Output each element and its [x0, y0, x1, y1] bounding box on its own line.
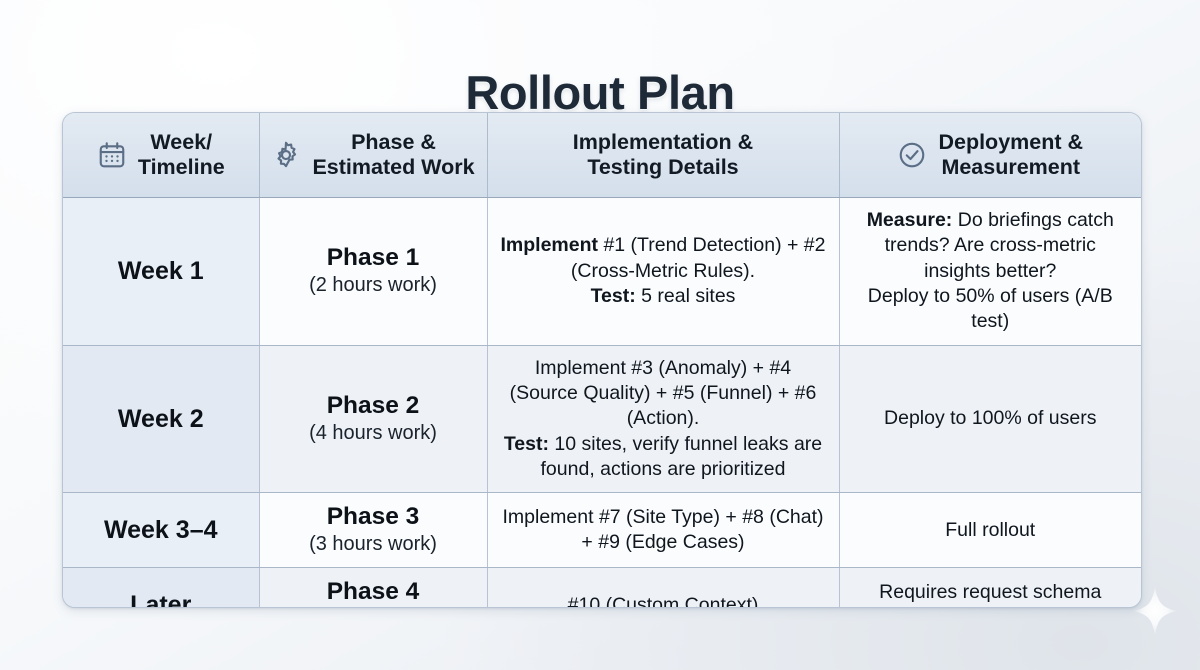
phase-effort: (4 hours work) [309, 422, 437, 445]
impl-line-label: Implement [500, 234, 599, 257]
cell-implementation: Implement #7 (Site Type) + #8 (Chat) + #… [487, 492, 840, 569]
deploy-line: Deploy to 100% of users [853, 406, 1129, 431]
impl-line-text: Implement #7 (Site Type) + #8 (Chat) + #… [502, 506, 824, 554]
calendar-icon [99, 142, 125, 168]
cell-phase: Phase 3 (3 hours work) [259, 492, 488, 569]
cell-phase: Phase 2 (4 hours work) [259, 345, 488, 494]
week-label: Week 2 [117, 404, 204, 433]
cell-week: Week 2 [63, 345, 260, 494]
phase-name: Phase 1 [326, 244, 420, 272]
rollout-plan-table: Week/ Timeline Phase & Estimated Work [62, 112, 1142, 608]
impl-line-text: #10 (Custom Context) [567, 593, 759, 608]
deploy-line: Measure: Do briefings catch trends? Are … [853, 208, 1129, 284]
week-label: Week 3–4 [103, 516, 218, 545]
table-row: Week 3–4 Phase 3 (3 hours work) Implemen… [63, 492, 1141, 569]
cell-implementation: Implement #3 (Anomaly) + #4 (Source Qual… [487, 345, 840, 494]
cell-week: Week 3–4 [63, 492, 260, 569]
cell-implementation: Implement #1 (Trend Detection) + #2 (Cro… [487, 197, 840, 346]
column-header-phase-label: Phase & Estimated Work [312, 130, 475, 179]
week-label: Later [130, 591, 192, 608]
cell-week: Later [63, 567, 260, 608]
deploy-line: Deploy to 50% of users (A/B test) [853, 284, 1129, 335]
cell-implementation: #10 (Custom Context) [487, 567, 840, 608]
table-header: Week/ Timeline Phase & Estimated Work [63, 113, 1141, 198]
column-header-implementation: Implementation & Testing Details [487, 113, 840, 198]
week-label: Week 1 [117, 257, 204, 286]
cell-deployment: Deploy to 100% of users [839, 345, 1141, 494]
impl-line: Implement #7 (Site Type) + #8 (Chat) + #… [501, 505, 826, 556]
impl-line-text: 5 real sites [635, 285, 736, 308]
cell-phase: Phase 1 (2 hours work) [259, 197, 488, 346]
impl-line: #10 (Custom Context) [501, 593, 826, 608]
deploy-line-text: Deploy to 100% of users [884, 407, 1097, 430]
impl-line: Test: 10 sites, verify funnel leaks are … [501, 432, 826, 483]
column-header-week-label: Week/ Timeline [137, 130, 225, 179]
page-title: Rollout Plan [465, 66, 735, 120]
phase-effort: (Backlog) [273, 607, 474, 608]
table-row: Later Phase 4 (Backlog) #10 (Custom Cont… [63, 567, 1141, 608]
table-row: Week 2 Phase 2 (4 hours work) Implement … [63, 345, 1141, 494]
header-row: Week/ Timeline Phase & Estimated Work [63, 113, 1141, 198]
phase-effort: (3 hours work) [309, 533, 437, 556]
impl-line-text: 10 sites, verify funnel leaks are found,… [540, 432, 823, 481]
impl-line-text: Implement #3 (Anomaly) + #4 (Source Qual… [509, 356, 817, 430]
column-header-deployment: Deployment & Measurement [839, 113, 1141, 198]
impl-line-text: #1 (Trend Detection) + #2 (Cross-Metric … [570, 234, 826, 282]
cell-deployment: Measure: Do briefings catch trends? Are … [839, 197, 1141, 346]
gear-icon [277, 141, 297, 168]
impl-line-label: Test: [503, 432, 549, 455]
column-header-deployment-label: Deployment & Measurement [938, 130, 1084, 179]
impl-line: Implement #1 (Trend Detection) + #2 (Cro… [501, 233, 826, 284]
phase-effort: (2 hours work) [309, 274, 437, 297]
impl-line: Test: 5 real sites [501, 284, 826, 309]
impl-line-label: Test: [590, 285, 636, 308]
cell-deployment: Full rollout [839, 492, 1141, 569]
phase-name: Phase 2 [326, 392, 420, 420]
cell-week: Week 1 [63, 197, 260, 346]
column-header-implementation-label: Implementation & Testing Details [572, 130, 754, 179]
column-header-week: Week/ Timeline [63, 113, 260, 198]
phase-name: Phase 3 [326, 503, 420, 531]
deploy-line-text: Do briefings catch trends? Are cross-met… [884, 209, 1114, 282]
deploy-line-text: Requires request schema change, lower pr… [879, 580, 1102, 607]
deploy-line-label: Measure: [866, 209, 953, 231]
deploy-line: Full rollout [853, 518, 1129, 543]
deploy-line-text: Deploy to 50% of users (A/B test) [867, 285, 1113, 333]
deploy-line: Requires request schema change, lower pr… [853, 580, 1129, 607]
check-circle-icon [900, 142, 925, 168]
cell-phase: Phase 4 (Backlog) [259, 567, 488, 608]
phase-name: Phase 4 [326, 578, 420, 606]
cell-deployment: Requires request schema change, lower pr… [839, 567, 1141, 607]
column-header-phase: Phase & Estimated Work [259, 113, 488, 198]
deploy-line-text: Full rollout [945, 518, 1036, 541]
table-row: Week 1 Phase 1 (2 hours work) Implement … [63, 197, 1141, 346]
impl-line: Implement #3 (Anomaly) + #4 (Source Qual… [501, 356, 826, 432]
table-body: Week 1 Phase 1 (2 hours work) Implement … [63, 197, 1141, 608]
